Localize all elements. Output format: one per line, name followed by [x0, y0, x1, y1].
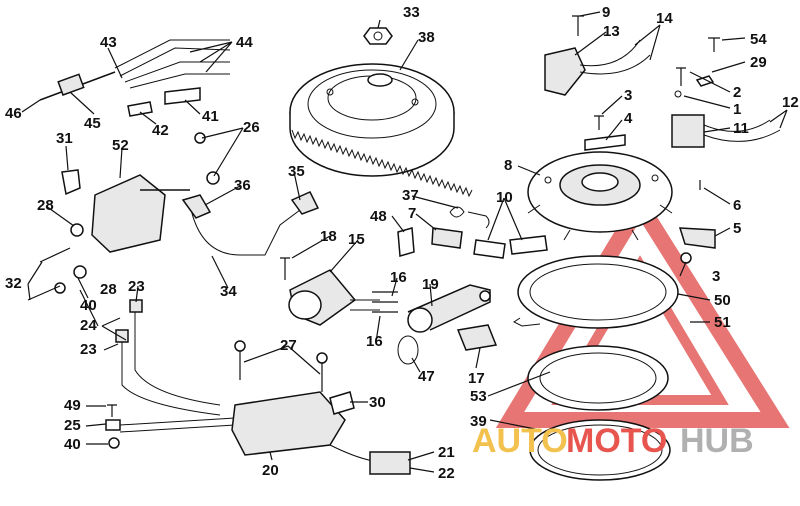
stator-plate — [527, 151, 673, 241]
clamp-30 — [329, 391, 355, 415]
label-6: 6 — [733, 197, 741, 214]
label-52: 52 — [112, 137, 129, 154]
label-26: 26 — [243, 119, 260, 136]
rectifier-module — [231, 391, 411, 475]
label-3-top: 3 — [624, 87, 632, 104]
label-32: 32 — [5, 275, 22, 292]
label-54: 54 — [750, 31, 767, 48]
label-16-bottom: 16 — [366, 333, 383, 350]
label-13: 13 — [603, 23, 620, 40]
label-27: 27 — [280, 337, 297, 354]
sleeves-10 — [473, 235, 548, 259]
label-30: 30 — [369, 394, 386, 411]
tie-47 — [397, 335, 419, 365]
label-8: 8 — [504, 157, 512, 174]
link-19 — [407, 284, 491, 333]
label-29: 29 — [750, 54, 767, 71]
ring-39 — [529, 419, 671, 481]
part-labels: 33 38 9 13 14 54 29 2 1 3 4 11 12 8 6 5 … — [5, 4, 799, 482]
label-23-top: 23 — [128, 278, 145, 295]
label-49: 49 — [64, 397, 81, 414]
sensor-assembly — [280, 227, 415, 326]
clip-31 — [61, 169, 81, 196]
bolts-27 — [234, 340, 328, 392]
label-47: 47 — [418, 368, 435, 385]
label-33: 33 — [403, 4, 420, 21]
label-42: 42 — [152, 122, 169, 139]
label-23-bottom: 23 — [80, 341, 97, 358]
flywheel — [289, 63, 473, 198]
label-31: 31 — [56, 130, 73, 147]
label-10: 10 — [496, 189, 513, 206]
watermark-auto: AUTO — [472, 422, 568, 460]
label-44: 44 — [236, 34, 253, 51]
watermark-text: AUTO MOTO HUB — [472, 422, 754, 460]
bracket-4 — [584, 134, 626, 151]
label-41: 41 — [202, 108, 219, 125]
label-50: 50 — [714, 292, 731, 309]
label-28-top: 28 — [37, 197, 54, 214]
sleeve-17 — [456, 324, 498, 351]
small-parts-lower-left — [105, 404, 121, 449]
leader-lines — [21, 11, 788, 473]
label-16-top: 16 — [390, 269, 407, 286]
screws-right — [572, 15, 720, 264]
label-46: 46 — [5, 105, 22, 122]
charge-coil — [671, 114, 781, 148]
spark-plug-lead — [39, 39, 231, 101]
label-45: 45 — [84, 115, 101, 132]
label-35: 35 — [288, 163, 305, 180]
label-20: 20 — [262, 462, 279, 479]
label-37: 37 — [402, 187, 419, 204]
power-pack — [91, 174, 190, 253]
flywheel-nut — [363, 27, 393, 45]
label-43: 43 — [100, 34, 117, 51]
wire-harness-lower — [115, 299, 236, 433]
label-36: 36 — [234, 177, 251, 194]
label-7: 7 — [408, 205, 416, 222]
trigger-coil — [544, 39, 651, 96]
label-5: 5 — [733, 220, 741, 237]
label-3-bottom: 3 — [712, 268, 720, 285]
label-14: 14 — [656, 10, 673, 27]
label-12: 12 — [782, 94, 799, 111]
label-51: 51 — [714, 314, 731, 331]
clip-41 — [164, 87, 201, 105]
label-1: 1 — [733, 101, 741, 118]
label-2: 2 — [733, 84, 741, 101]
label-39: 39 — [470, 413, 487, 430]
bracket-5 — [678, 227, 716, 249]
spring-37 — [449, 206, 490, 229]
label-9: 9 — [602, 4, 610, 21]
label-4: 4 — [624, 110, 633, 127]
watermark-moto: MOTO — [566, 422, 667, 460]
bolts-left — [27, 247, 71, 301]
armature-ring — [527, 345, 669, 411]
label-24: 24 — [80, 317, 97, 334]
coil-lead-34 — [181, 191, 320, 256]
label-11: 11 — [733, 120, 749, 137]
label-25: 25 — [64, 417, 81, 434]
watermark-hub: HUB — [680, 422, 754, 460]
label-40-mid: 40 — [80, 297, 97, 314]
connector-7 — [431, 227, 463, 249]
label-34: 34 — [220, 283, 237, 300]
label-48: 48 — [370, 208, 387, 225]
terminals-16 — [372, 291, 398, 313]
label-38: 38 — [418, 29, 435, 46]
label-53: 53 — [470, 388, 487, 405]
label-40-bottom: 40 — [64, 436, 81, 453]
label-17: 17 — [468, 370, 485, 387]
label-15: 15 — [348, 231, 365, 248]
label-21: 21 — [438, 444, 455, 461]
label-22: 22 — [438, 465, 455, 482]
label-19: 19 — [422, 276, 439, 293]
label-28-bottom: 28 — [100, 281, 117, 298]
retainer-ring — [513, 255, 679, 329]
clamp-42 — [127, 101, 153, 117]
label-18: 18 — [320, 228, 337, 245]
